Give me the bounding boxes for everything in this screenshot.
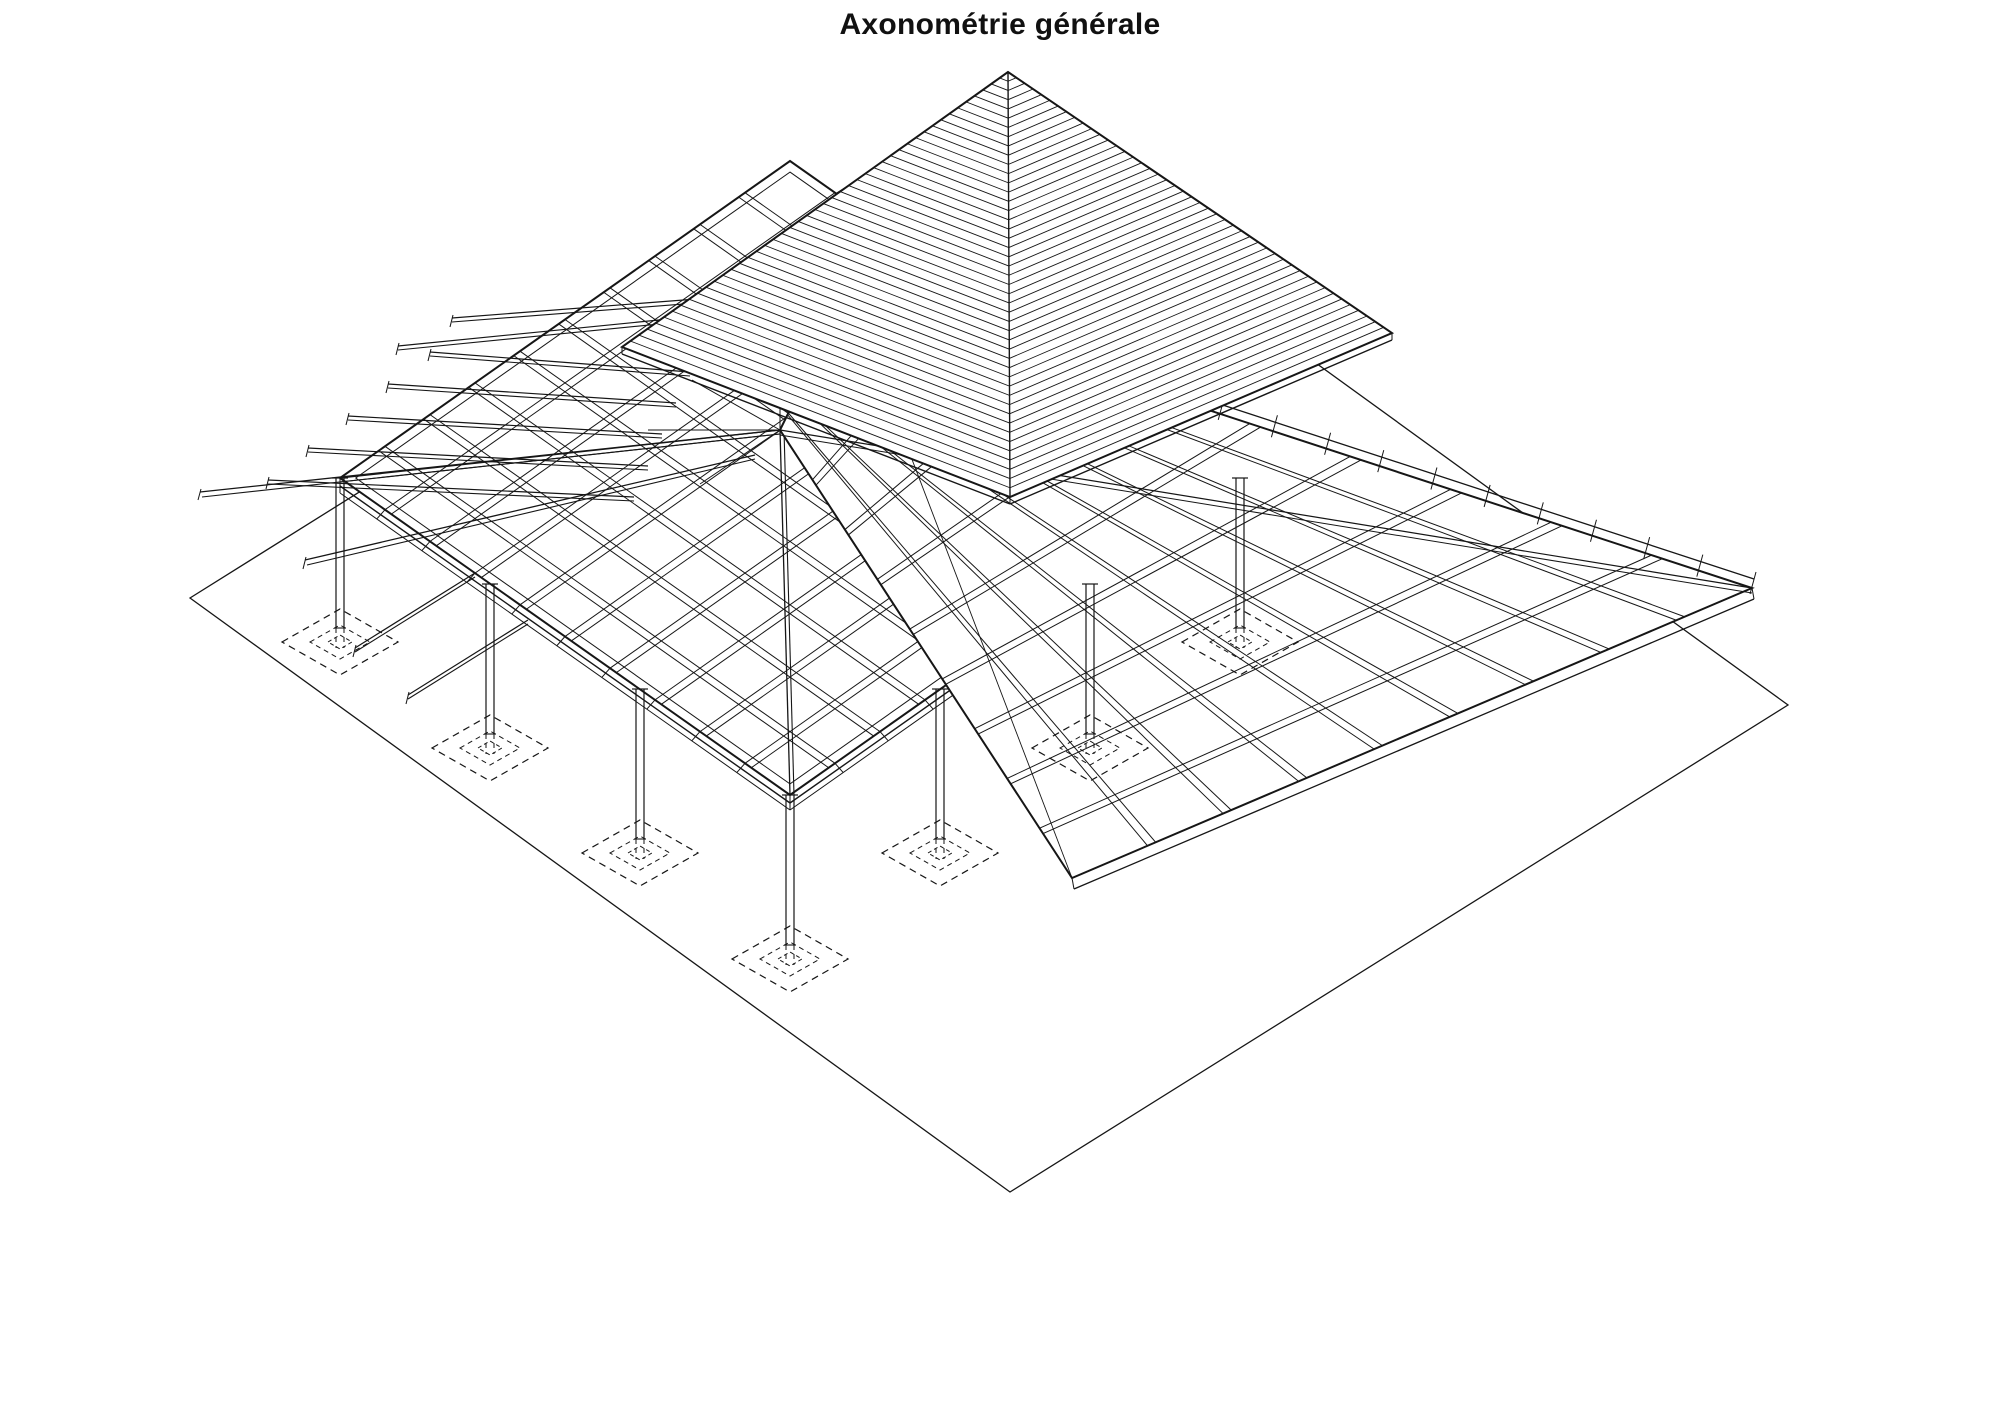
column	[482, 583, 498, 754]
column	[632, 688, 648, 859]
foundation-footing	[730, 925, 850, 993]
column	[332, 477, 348, 648]
foundation-footing	[280, 608, 400, 676]
column	[1082, 583, 1098, 754]
roof-cladding	[619, 70, 1395, 505]
columns	[332, 477, 1248, 965]
foundation-footing	[430, 714, 550, 782]
column	[782, 794, 798, 965]
foundation-footing	[880, 819, 1000, 887]
column	[932, 688, 948, 859]
foundation-footing	[1030, 714, 1150, 782]
foundation-footing	[1180, 608, 1300, 676]
foundation-footing	[580, 819, 700, 887]
drawing-title: Axonométrie générale	[839, 8, 1161, 41]
foundation-footings	[280, 608, 1300, 993]
column	[1232, 477, 1248, 648]
